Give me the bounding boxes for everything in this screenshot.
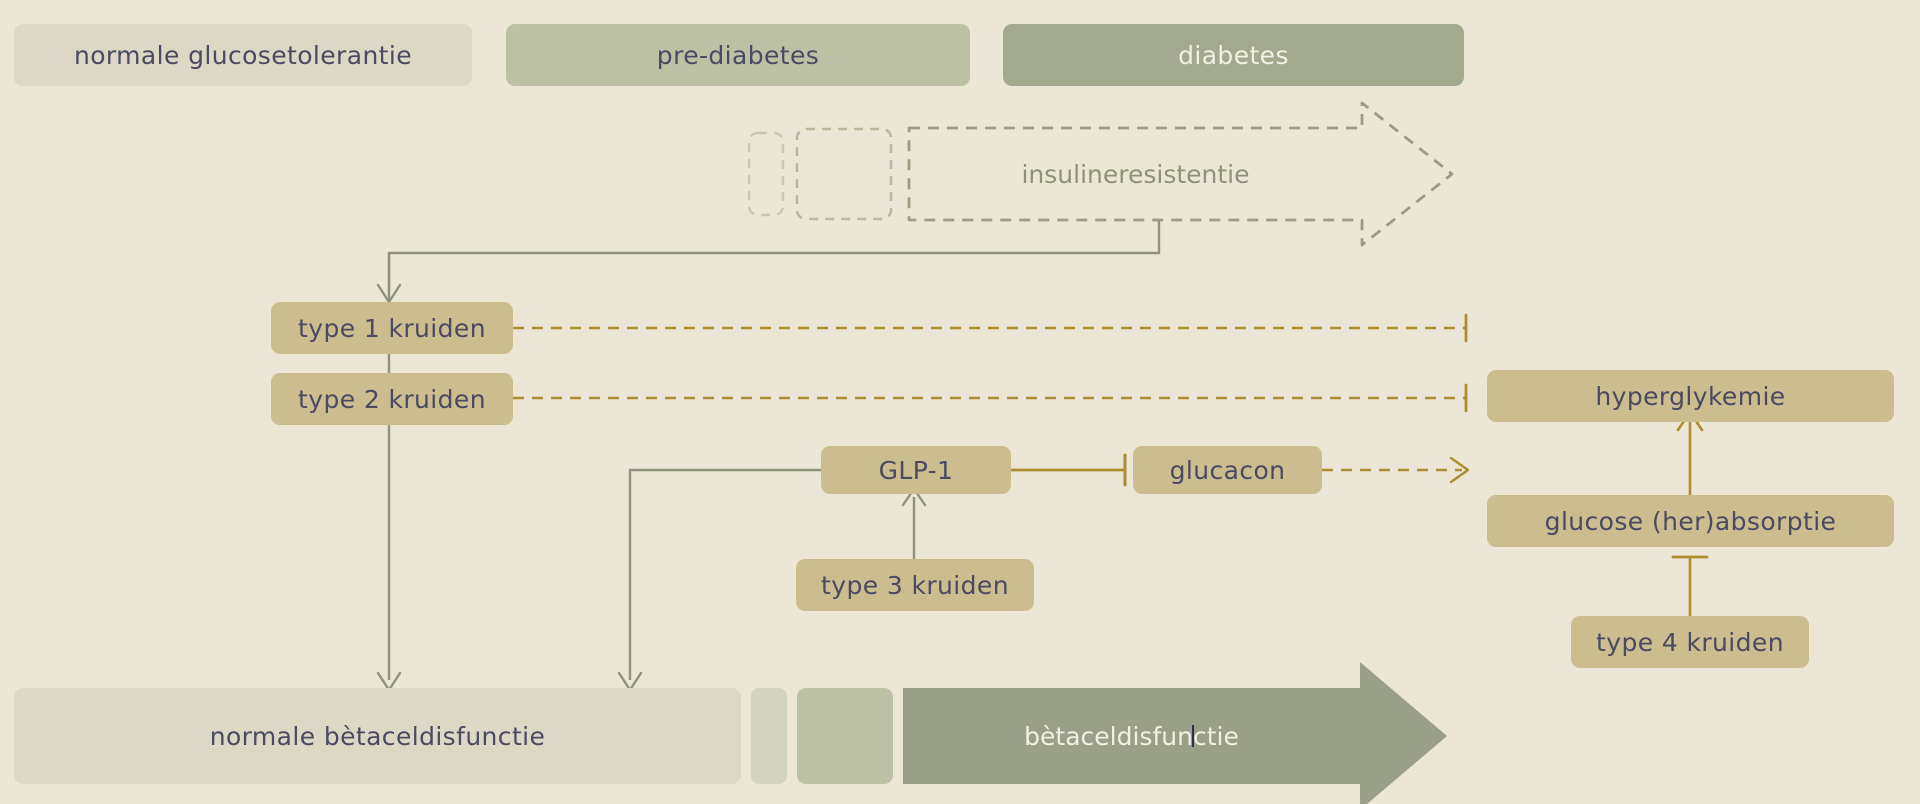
node-type-3-kruiden[interactable]: type 3 kruiden — [796, 559, 1034, 611]
node-type-2-kruiden[interactable]: type 2 kruiden — [271, 373, 513, 425]
node-glp-1[interactable]: GLP-1 — [821, 446, 1011, 494]
insulin-segment-narrow — [747, 131, 785, 217]
dysfunction-text-after: ctie — [1192, 721, 1239, 751]
node-type-1-kruiden[interactable]: type 1 kruiden — [271, 302, 513, 354]
stage-band-diabetes[interactable]: diabetes — [1003, 24, 1464, 86]
dysfunction-text-before: bètaceldisfun — [1024, 721, 1193, 751]
insulin-segment-medium — [795, 127, 893, 221]
bottom-bar-segment-medium — [797, 688, 893, 784]
node-label: hyperglykemie — [1595, 381, 1786, 411]
node-type-4-kruiden[interactable]: type 4 kruiden — [1571, 616, 1809, 668]
stage-band-normale-glucosetolerantie[interactable]: normale glucosetolerantie — [14, 24, 472, 86]
stage-band-label: pre-diabetes — [656, 40, 820, 70]
node-label: type 2 kruiden — [298, 384, 486, 414]
stage-band-label: diabetes — [1178, 40, 1289, 70]
node-glucose-herabsorptie[interactable]: glucose (her)absorptie — [1487, 495, 1894, 547]
edge-glp1-to-bar — [628, 468, 821, 680]
node-label: glucacon — [1169, 455, 1286, 485]
edge-insulin-to-type1-arrowhead — [376, 283, 402, 304]
node-label: GLP-1 — [878, 455, 954, 485]
node-label: type 3 kruiden — [821, 570, 1009, 600]
node-label: type 1 kruiden — [298, 313, 486, 343]
bottom-bar-label: normale bètaceldisfunctie — [209, 721, 546, 751]
stage-band-label: normale glucosetolerantie — [73, 40, 413, 70]
edge-insulin-to-type1 — [387, 220, 1161, 292]
bottom-bar-segment-light — [751, 688, 787, 784]
edge-glucacon-arrowhead — [1449, 456, 1470, 484]
bottom-bar-normale-betaceldisfunctie[interactable]: normale bètaceldisfunctie — [14, 688, 741, 784]
node-label: glucose (her)absorptie — [1544, 506, 1837, 536]
stage-band-pre-diabetes[interactable]: pre-diabetes — [506, 24, 970, 86]
insulineresistentie-label: insulineresistentie — [909, 128, 1362, 220]
node-glucacon[interactable]: glucacon — [1133, 446, 1322, 494]
node-label: type 4 kruiden — [1596, 627, 1784, 657]
insulineresistentie-text: insulineresistentie — [1021, 159, 1250, 189]
node-hyperglykemie[interactable]: hyperglykemie — [1487, 370, 1894, 422]
